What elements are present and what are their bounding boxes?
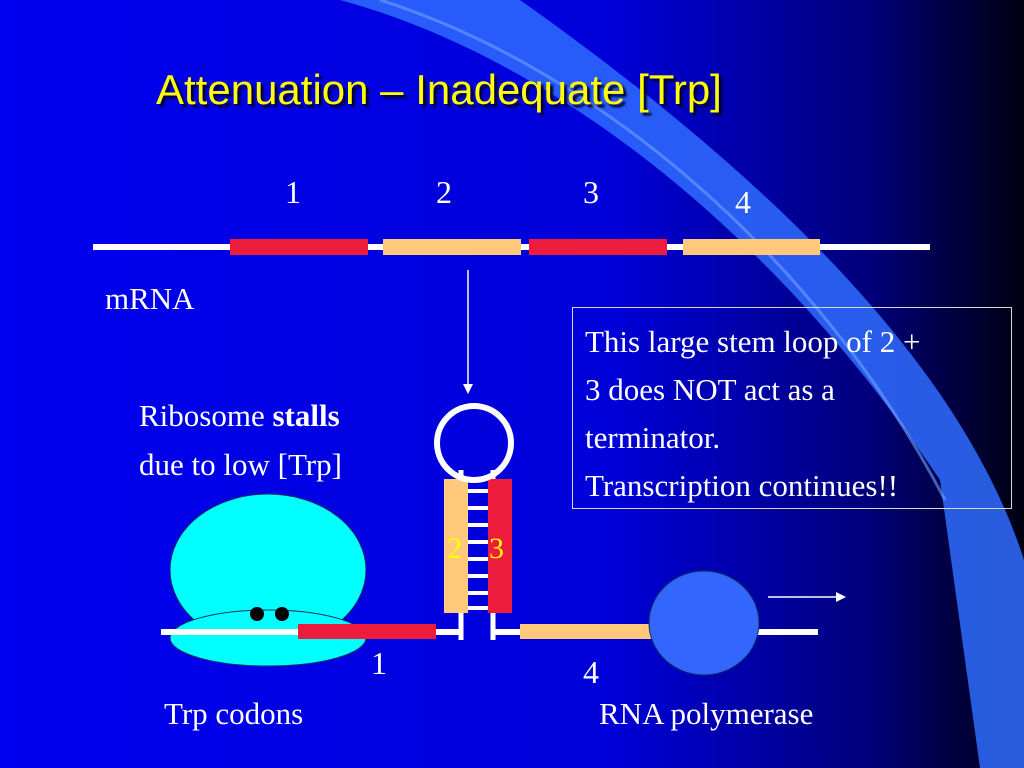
ribosome-label-line2: due to low [Trp] [139,447,342,482]
rna-polymerase-label: RNA polymerase [599,696,814,731]
callout-box: This large stem loop of 2 + 3 does NOT a… [572,307,1012,509]
region-label-3: 3 [583,174,599,210]
bottom-region-1-red [298,624,436,639]
region-1-red [230,239,368,255]
ribosome-label-line1: Ribosome stalls [139,398,340,434]
callout-line-2: 3 does NOT act as a [585,372,835,408]
trp-codon-dot-2 [275,607,289,621]
ribosome-label-prefix: Ribosome [139,398,273,433]
stem-loop-circle [434,403,514,483]
callout-line-1: This large stem loop of 2 + [585,324,921,359]
mrna-label: mRNA [105,281,195,316]
callout-line-3: terminator. [585,420,721,456]
stem-label-3: 3 [489,532,504,565]
rna-polymerase [648,570,760,676]
down-arrow-head [463,384,473,394]
region-4-orange [683,239,820,255]
callout-line-4: Transcription continues!! [585,468,899,504]
stem-region-2-orange [444,479,468,613]
region-3-red [529,239,667,255]
bottom-region-label-1: 1 [371,645,387,681]
trp-codons-label: Trp codons [164,696,304,731]
bottom-region-4-orange [520,624,658,639]
trp-codon-dot-1 [250,607,264,621]
bottom-region-label-4: 4 [583,654,599,690]
decorative-swoosh [340,0,1024,768]
ribosome-label-stalls: stalls [272,398,340,433]
region-2-orange [383,239,521,255]
region-label-4: 4 [735,184,751,220]
region-label-2: 2 [436,174,452,210]
base-pair-rungs [468,489,488,610]
decorative-swoosh-edge [379,0,947,501]
stem-label-2: 2 [447,532,462,565]
region-label-1: 1 [285,174,301,210]
direction-arrow-head [836,592,846,602]
slide-title: Attenuation – Inadequate [Trp] [156,66,722,113]
stem-region-3-red [488,479,512,613]
